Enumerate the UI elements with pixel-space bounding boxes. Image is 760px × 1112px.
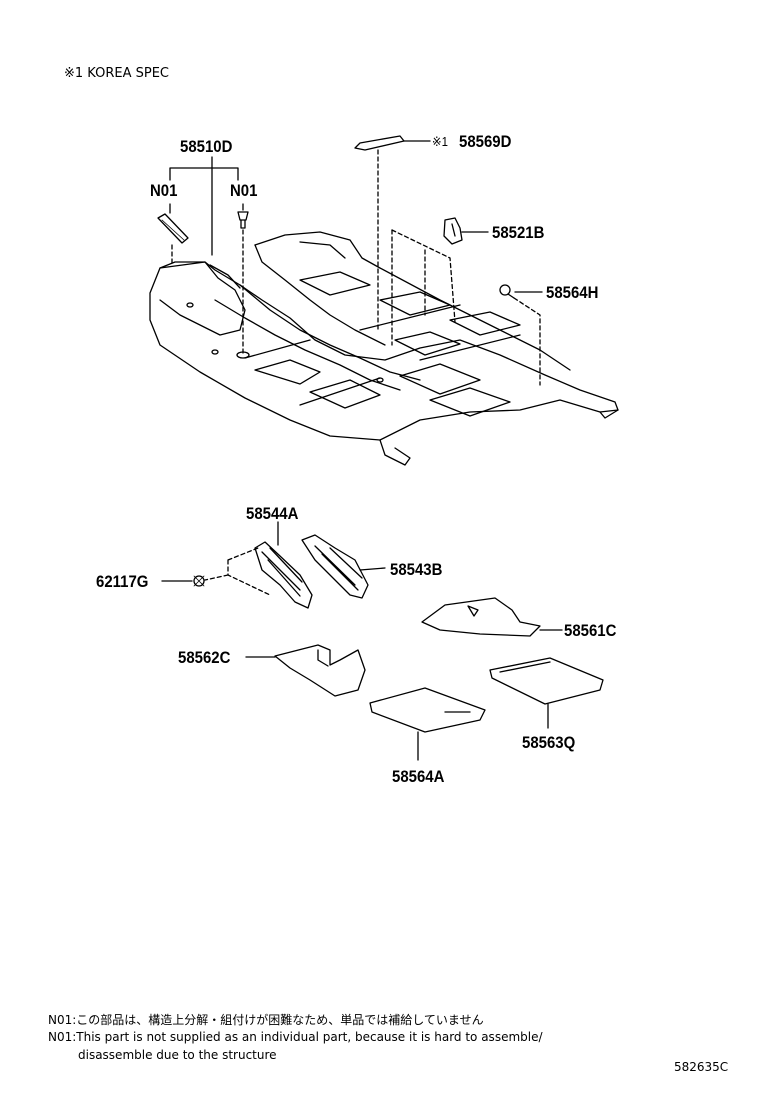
label-58569D: 58569D [459,132,512,151]
label-58564H: 58564H [546,283,599,302]
screw-62117G-part [193,575,205,587]
note-english-line2: disassemble due to the structure [78,1048,277,1062]
floor-carpet-assembly [149,231,619,466]
label-n01-left: N01 [150,181,178,200]
label-58544A: 58544A [246,504,299,523]
label-58562C: 58562C [178,648,231,667]
note-english-line1: N01:This part is not supplied as an indi… [48,1030,543,1044]
mat-58563Q-part [489,657,604,705]
strip-58569D-part [354,135,405,151]
n01-pad-part [157,213,189,244]
label-58543B: 58543B [390,560,443,579]
note-japanese: N01:この部品は、構造上分解・組付けが困難なため、単品では補給していません [48,1013,484,1027]
mat-58561C-part [421,597,541,637]
spec-note: ※1 KOREA SPEC [64,66,169,81]
clip-58564H-part [499,284,515,299]
label-n01-right: N01 [230,181,258,200]
label-58561C: 58561C [564,621,617,640]
label-58510D: 58510D [180,137,233,156]
mat-58562C-part [274,644,366,697]
bracket-58543B-part [301,534,369,599]
label-58521B: 58521B [492,223,545,242]
label-58569D-mark: ※1 [432,134,448,149]
label-58564A: 58564A [392,767,445,786]
clip-58521B-part [443,217,463,245]
figure-number: 582635C [674,1060,729,1074]
label-58563Q: 58563Q [522,733,576,752]
mat-58564A-part [369,687,486,733]
label-62117G: 62117G [96,572,149,591]
bracket-58544A-part [254,541,313,609]
n01-clip-part [237,211,249,229]
